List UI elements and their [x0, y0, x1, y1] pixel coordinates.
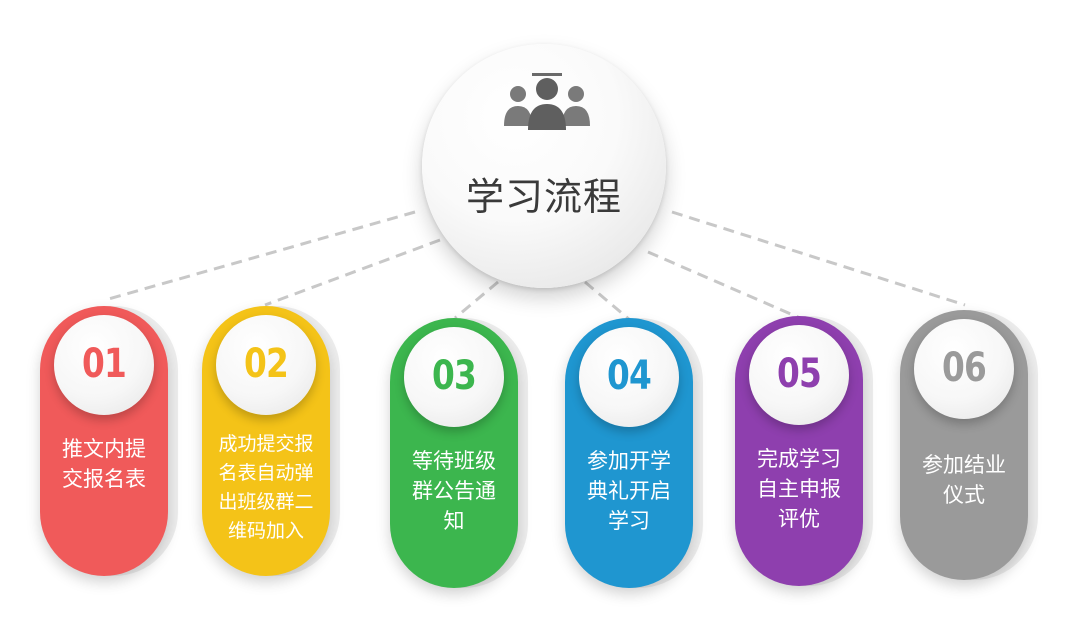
step-number: 02 — [243, 341, 289, 387]
step-label: 参加结业 仪式 — [908, 450, 1020, 510]
step-label-line: 名表自动弹 — [218, 462, 314, 484]
step-card-body: 03 等待班级 群公告通 知 — [390, 318, 518, 588]
step-number-badge: 06 — [914, 319, 1014, 419]
step-label-line: 成功提交报 — [218, 433, 314, 455]
step-card-body: 04 参加开学 典礼开启 学习 — [565, 318, 693, 588]
step-number-badge: 05 — [749, 325, 849, 425]
step-label-line: 推文内提 — [62, 437, 146, 461]
step-card-06: 06 参加结业 仪式 — [900, 310, 1038, 580]
step-label-line: 评优 — [778, 507, 820, 531]
connector-line-05 — [647, 250, 801, 320]
step-card-05: 05 完成学习 自主申报 评优 — [735, 316, 873, 586]
connector-line-01 — [104, 210, 416, 302]
step-label-line: 仪式 — [943, 483, 985, 507]
step-number: 03 — [431, 353, 477, 399]
step-label: 等待班级 群公告通 知 — [398, 446, 510, 536]
page-title: 学习流程 — [465, 175, 622, 219]
step-label-line: 参加结业 — [922, 453, 1006, 477]
step-label-line: 交报名表 — [62, 467, 146, 491]
connector-line-02 — [264, 238, 441, 307]
step-number: 05 — [776, 351, 822, 397]
step-card-body: 02 成功提交报 名表自动弹 出班级群二 维码加入 — [202, 306, 330, 576]
step-number-badge: 04 — [579, 327, 679, 427]
step-card-04: 04 参加开学 典礼开启 学习 — [565, 318, 703, 588]
step-label-line: 参加开学 — [587, 449, 671, 473]
connector-line-03 — [454, 280, 499, 320]
people-group-icon — [504, 73, 590, 130]
connector-line-06 — [671, 210, 966, 307]
step-label-line: 维码加入 — [227, 520, 304, 542]
step-number: 01 — [81, 341, 127, 387]
step-label: 参加开学 典礼开启 学习 — [573, 446, 685, 536]
step-number-badge: 03 — [404, 327, 504, 427]
step-card-02: 02 成功提交报 名表自动弹 出班级群二 维码加入 — [202, 306, 340, 576]
step-card-body: 01 推文内提 交报名表 — [40, 306, 168, 576]
step-card-body: 06 参加结业 仪式 — [900, 310, 1028, 580]
step-number-badge: 01 — [54, 315, 154, 415]
step-card-01: 01 推文内提 交报名表 — [40, 306, 178, 576]
step-label-line: 出班级群二 — [218, 491, 314, 513]
step-label-line: 等待班级 — [412, 449, 496, 473]
step-label: 推文内提 交报名表 — [48, 434, 160, 494]
step-label-line: 自主申报 — [757, 477, 841, 501]
hub-circle: 学习流程 — [422, 44, 666, 288]
step-label-line: 知 — [443, 509, 465, 533]
step-label: 完成学习 自主申报 评优 — [743, 444, 855, 534]
step-label-line: 群公告通 — [412, 479, 496, 503]
step-label-line: 学习 — [608, 509, 650, 533]
step-label-line: 完成学习 — [757, 447, 841, 471]
connector-line-04 — [584, 280, 631, 322]
step-number-badge: 02 — [216, 315, 316, 415]
step-card-body: 05 完成学习 自主申报 评优 — [735, 316, 863, 586]
step-label-line: 典礼开启 — [587, 479, 671, 503]
step-number: 06 — [941, 345, 987, 391]
step-number: 04 — [606, 353, 652, 399]
step-card-03: 03 等待班级 群公告通 知 — [390, 318, 528, 588]
step-label: 成功提交报 名表自动弹 出班级群二 维码加入 — [210, 430, 322, 546]
